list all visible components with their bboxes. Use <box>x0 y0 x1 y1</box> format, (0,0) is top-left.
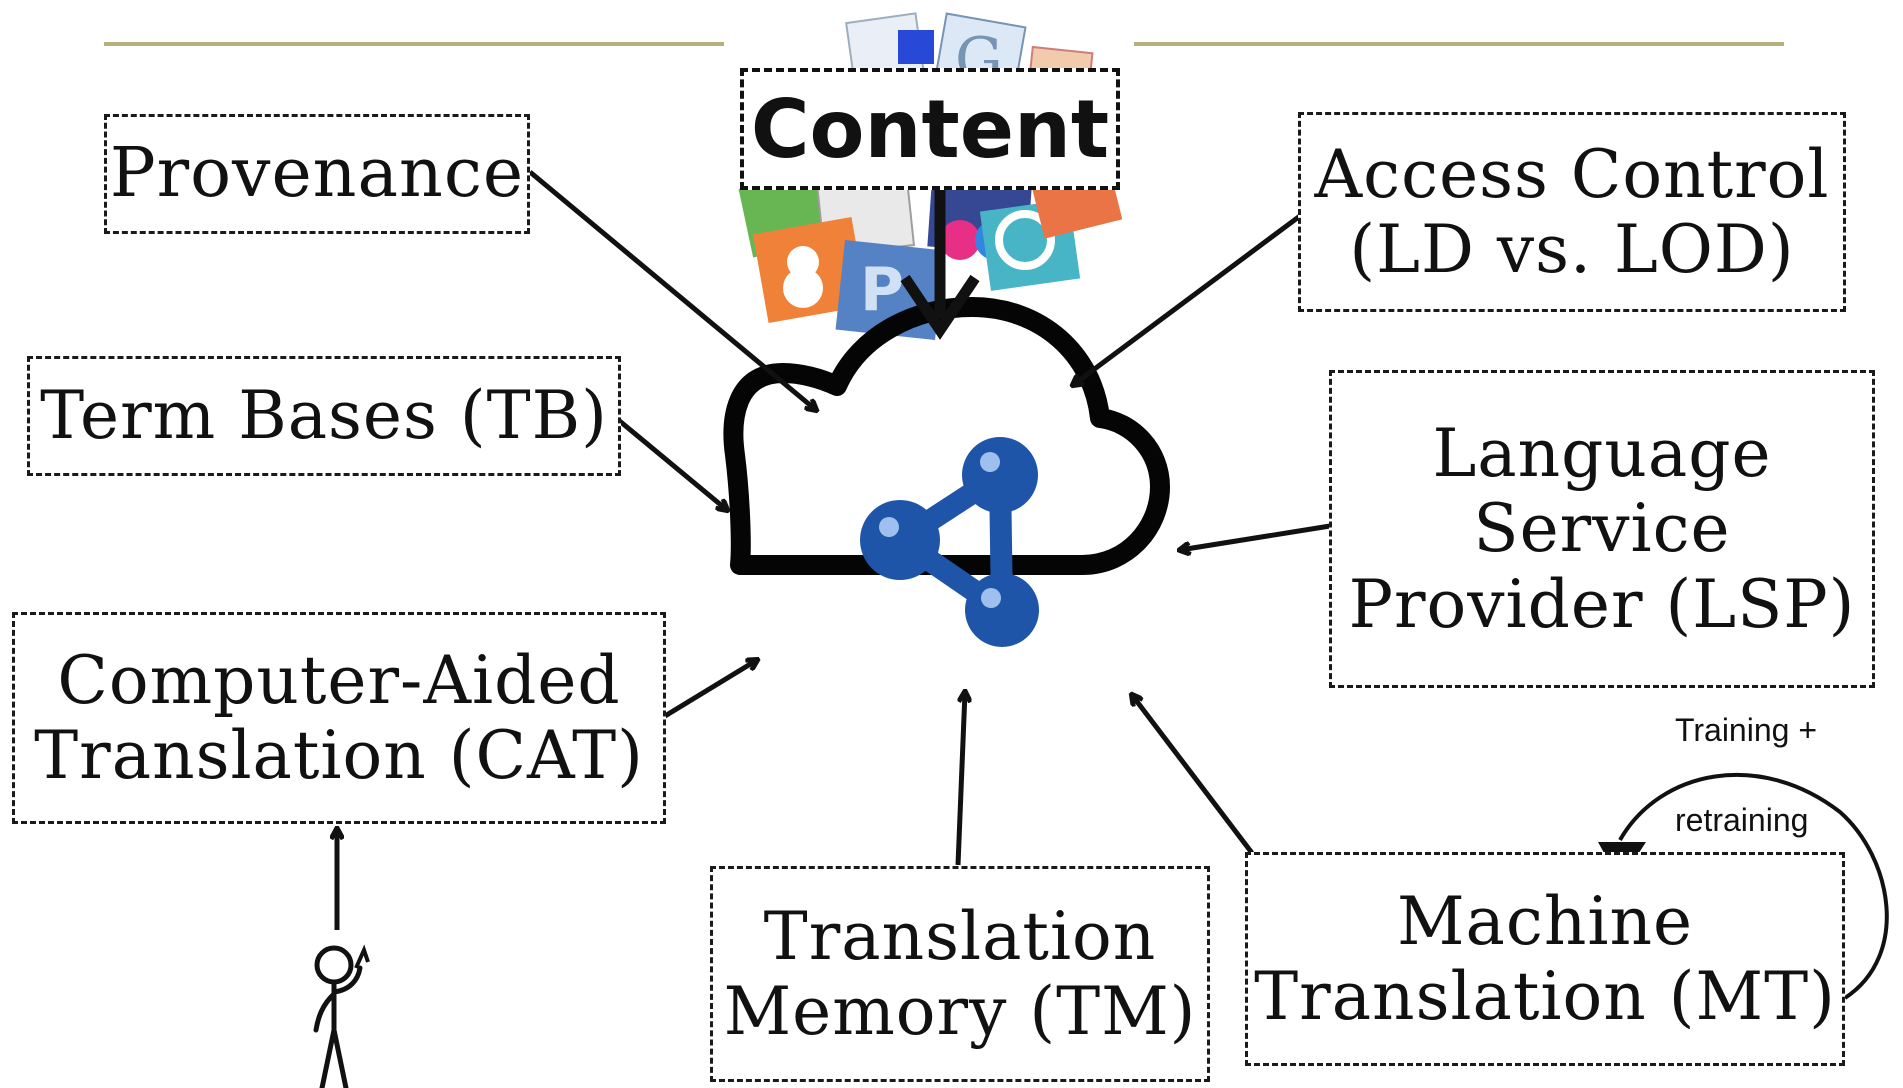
lsp-line-3: Provider (LSP) <box>1348 565 1856 643</box>
access-control-line-1: Access Control <box>1314 135 1830 213</box>
term-bases-label: Term Bases (TB) <box>40 377 608 455</box>
title-rule-right <box>1134 42 1784 46</box>
lsp-box: Language Service Provider (LSP) <box>1329 370 1875 688</box>
cat-line-1: Computer-Aided <box>57 641 621 719</box>
tm-line-1: Translation <box>763 897 1157 975</box>
access-control-line-2: (LD vs. LOD) <box>1349 211 1795 288</box>
cat-box: Computer-Aided Translation (CAT) <box>12 612 666 824</box>
tm-line-2: Memory (TM) <box>723 973 1197 1050</box>
provenance-label: Provenance <box>109 134 525 214</box>
mt-line-1: Machine <box>1396 882 1694 960</box>
term-bases-box: Term Bases (TB) <box>27 356 621 476</box>
training-label: Training + <box>1675 712 1817 748</box>
access-control-box: Access Control (LD vs. LOD) <box>1298 112 1846 312</box>
mt-line-2: Translation (MT) <box>1254 958 1836 1035</box>
mt-box: Machine Translation (MT) <box>1245 852 1845 1066</box>
cat-line-2: Translation (CAT) <box>34 717 644 794</box>
title-rule-left <box>104 42 724 46</box>
content-label: Content <box>750 82 1110 176</box>
lsp-line-2: Service <box>1473 490 1731 568</box>
svg-text:P: P <box>860 255 904 325</box>
content-box: Content <box>740 68 1120 190</box>
tm-box: Translation Memory (TM) <box>710 866 1210 1082</box>
provenance-box: Provenance <box>104 114 530 234</box>
retraining-label: retraining <box>1675 802 1809 838</box>
lsp-line-1: Language <box>1432 415 1772 493</box>
